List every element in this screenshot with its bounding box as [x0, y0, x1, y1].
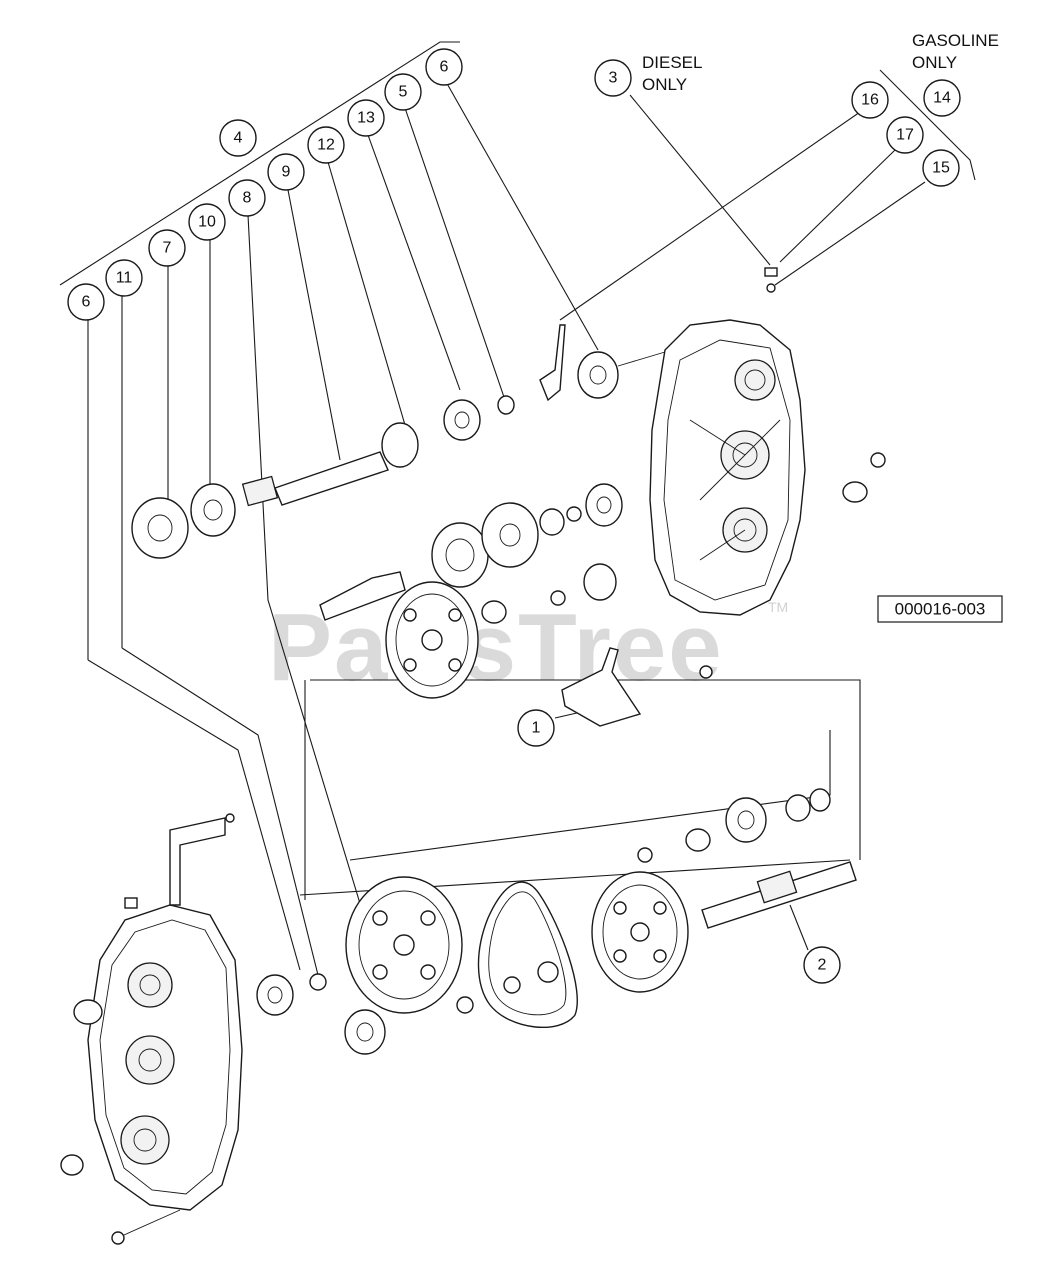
callout-3[interactable]: 3: [594, 59, 632, 97]
callout-8[interactable]: 8: [228, 179, 266, 217]
middle-gear-cluster: [319, 483, 642, 727]
callout-10[interactable]: 10: [188, 203, 226, 241]
note-gasoline-only: GASOLINE ONLY: [912, 31, 999, 72]
callout-1[interactable]: 1: [517, 709, 555, 747]
callout-11[interactable]: 11: [105, 259, 143, 297]
callout-6-top[interactable]: 6: [425, 48, 463, 86]
callout-6-left[interactable]: 6: [67, 283, 105, 321]
callout-11-label: 11: [116, 270, 133, 287]
note-gasoline-line2: ONLY: [912, 53, 957, 72]
callout-16[interactable]: 16: [851, 81, 889, 119]
callout-14-label: 14: [933, 90, 951, 107]
callout-7-label: 7: [163, 240, 172, 257]
callout-13[interactable]: 13: [347, 99, 385, 137]
callout-17-label: 17: [896, 127, 914, 144]
callout-9-label: 9: [282, 164, 291, 181]
callout-7[interactable]: 7: [148, 229, 186, 267]
reference-code: 000016-003: [895, 600, 986, 619]
watermark-trademark: TM: [768, 599, 788, 615]
callout-16-label: 16: [861, 92, 879, 109]
callout-5-label: 5: [399, 84, 408, 101]
callout-4[interactable]: 4: [219, 119, 257, 157]
callout-6-top-label: 6: [440, 59, 449, 76]
callout-2[interactable]: 2: [803, 946, 841, 984]
callout-12-label: 12: [317, 137, 335, 154]
callout-10-label: 10: [198, 214, 216, 231]
callout-9[interactable]: 9: [267, 153, 305, 191]
callout-12[interactable]: 12: [307, 126, 345, 164]
callout-6-left-label: 6: [82, 294, 91, 311]
callout-4-label: 4: [234, 130, 243, 147]
callout-15[interactable]: 15: [922, 149, 960, 187]
callout-14[interactable]: 14: [923, 79, 961, 117]
callout-17[interactable]: 17: [886, 116, 924, 154]
callout-2-label: 2: [818, 957, 827, 974]
note-diesel-only: DIESEL ONLY: [642, 53, 702, 94]
callout-13-label: 13: [357, 110, 375, 127]
callout-3-label: 3: [609, 70, 618, 87]
callout-1-label: 1: [532, 720, 541, 737]
callout-5[interactable]: 5: [384, 73, 422, 111]
note-diesel-line1: DIESEL: [642, 53, 702, 72]
note-gasoline-line1: GASOLINE: [912, 31, 999, 50]
note-diesel-line2: ONLY: [642, 75, 687, 94]
reference-code-box: 000016-003: [877, 595, 1003, 623]
lower-shaft-assembly: [256, 788, 857, 1055]
callout-8-label: 8: [243, 190, 252, 207]
callout-15-label: 15: [932, 160, 950, 177]
upper-shaft-assembly: [131, 324, 666, 559]
gearcase-housing-right: [649, 267, 886, 679]
gearcase-housing-left: [60, 813, 243, 1245]
